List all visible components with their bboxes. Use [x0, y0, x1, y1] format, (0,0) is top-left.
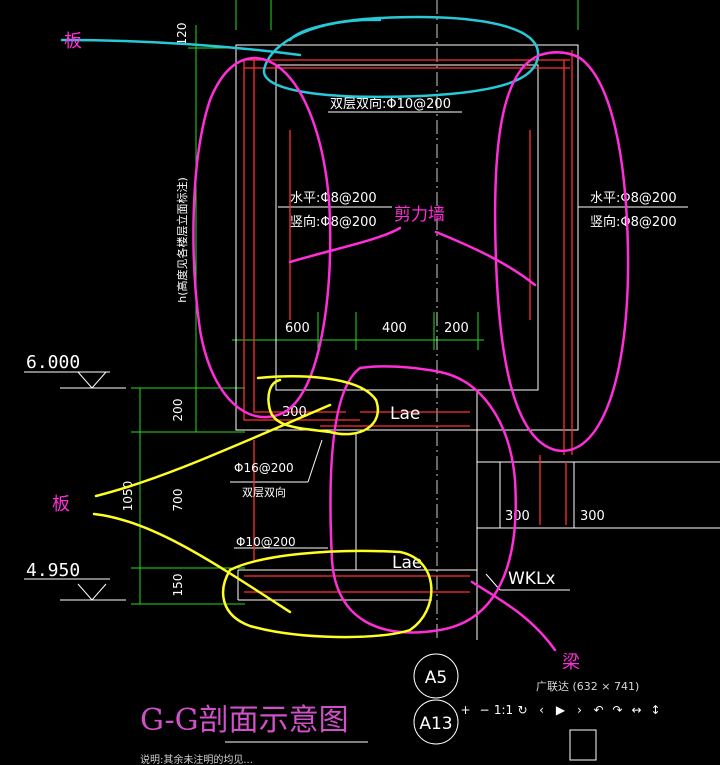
dim-300-wall: 300	[580, 509, 605, 524]
rebar-right-v: 竖向:Φ8@200	[590, 214, 677, 230]
axis-label-a5: A5	[425, 668, 447, 688]
elevation-markers	[60, 371, 126, 601]
rebar-left-v: 竖向:Φ8@200	[290, 214, 377, 230]
rebar-upper-note: 双层双向	[242, 485, 286, 499]
section-subtitle: 说明:其余未注明的均见...	[140, 753, 253, 765]
viewer-thumbnail-icon	[569, 729, 597, 761]
annotation-ban-top: 板	[64, 31, 82, 52]
dim-300-beam: 300	[505, 509, 530, 524]
cad-labels: 120 h(高度见各楼层立面标注) 双层双向:Φ10@200 水平:Φ8@200…	[26, 23, 677, 597]
annotation-cyan-loop	[60, 15, 540, 99]
dim-left-200: 200	[171, 399, 185, 422]
annotation-ban-left: 板	[52, 494, 70, 515]
actual-size-button[interactable]: 1:1	[493, 703, 514, 717]
zoom-out-button[interactable]: −	[479, 703, 490, 717]
annotation-magenta-strokes	[192, 51, 630, 652]
previous-button[interactable]: ‹	[539, 703, 544, 717]
wall-height-label: h(高度见各楼层立面标注)	[175, 177, 189, 303]
dim-left-700: 700	[171, 489, 185, 512]
lae-lower: Lae	[392, 553, 422, 573]
dim-top-120: 120	[175, 23, 189, 46]
axis-lines	[131, 0, 579, 605]
rotate-left-icon[interactable]: ↶	[593, 703, 604, 717]
annotation-shear-wall: 剪力墙	[394, 205, 445, 225]
refresh-icon[interactable]: ↻	[517, 703, 528, 717]
beam-tag: WKLx	[508, 569, 556, 589]
axis-bubble-a5: A5	[413, 653, 459, 699]
viewer-toolbar: + − 1:1 ↻ ‹ ▶ › ↶ ↷ ↔ ↕	[456, 699, 665, 721]
viewer-title: 广联达 (632 × 741)	[536, 680, 640, 693]
dim-200: 200	[444, 321, 469, 336]
next-button[interactable]: ›	[577, 703, 582, 717]
flip-horizontal-icon[interactable]: ↔	[631, 703, 642, 717]
elevation-lower: 4.950	[26, 560, 80, 581]
rebar-lines	[243, 50, 573, 593]
rebar-top-slab: 双层双向:Φ10@200	[330, 96, 451, 112]
flip-vertical-icon[interactable]: ↕	[650, 703, 661, 717]
axis-label-a13: A13	[419, 714, 452, 734]
rebar-left-h: 水平:Φ8@200	[290, 191, 377, 206]
rotate-right-icon[interactable]: ↷	[612, 703, 623, 717]
dim-600: 600	[285, 321, 310, 336]
rebar-right-h: 水平:Φ8@200	[590, 191, 677, 206]
dim-left-150: 150	[171, 574, 185, 597]
rebar-upper-bar: Φ16@200	[234, 461, 294, 475]
annotation-yellow-strokes	[92, 375, 433, 639]
elevation-upper: 6.000	[26, 352, 80, 373]
lae-upper: Lae	[390, 404, 420, 424]
section-title: G-G剖面示意图	[140, 703, 349, 738]
axis-bubble-a13: A13	[413, 699, 459, 745]
dim-400: 400	[382, 321, 407, 336]
rebar-lower-bar: Φ10@200	[236, 535, 296, 549]
play-button[interactable]: ▶	[555, 703, 566, 717]
zoom-in-button[interactable]: +	[460, 703, 471, 717]
annotation-beam: 梁	[562, 652, 580, 673]
